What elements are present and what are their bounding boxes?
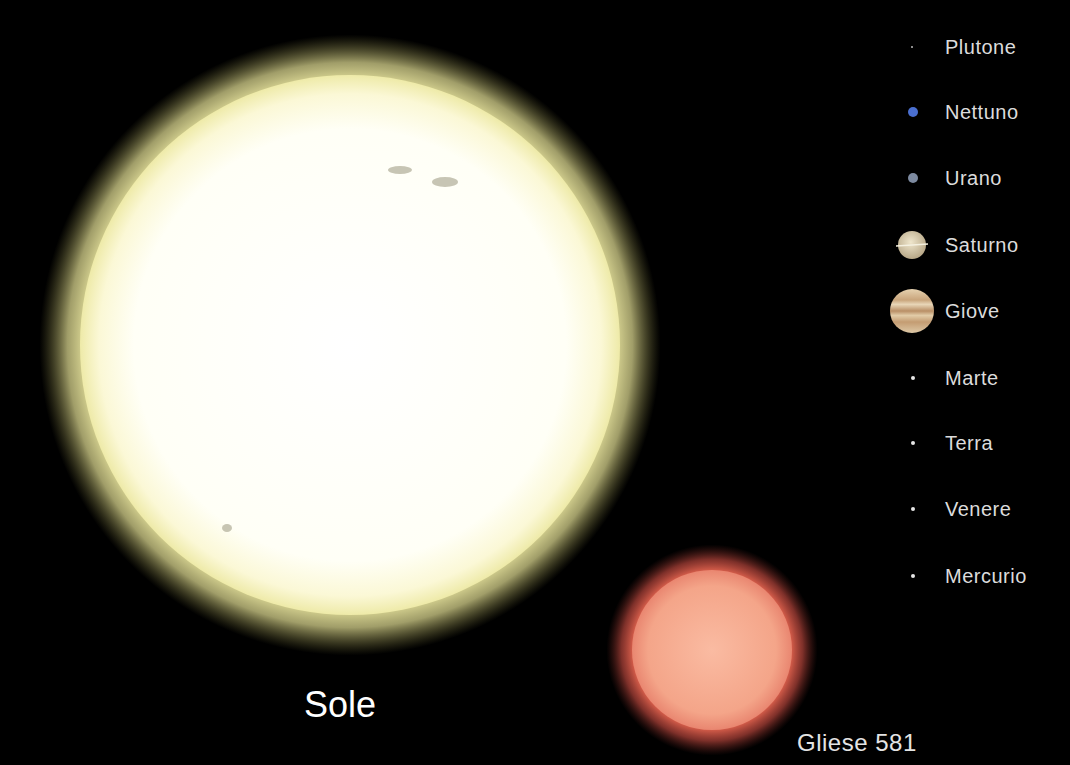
- venus-icon: [911, 507, 915, 511]
- red-dwarf-star: Gliese 581: [632, 570, 792, 730]
- sunspot: [222, 524, 232, 532]
- star-label: Gliese 581: [797, 728, 917, 757]
- planet-name: Saturno: [945, 233, 1019, 257]
- star-surface: [80, 75, 620, 615]
- planet-name: Plutone: [945, 35, 1016, 59]
- sunspot: [388, 166, 412, 174]
- planet-name: Nettuno: [945, 100, 1019, 124]
- planet-name: Terra: [945, 431, 993, 455]
- mercury-icon: [911, 574, 915, 578]
- star-disk: [632, 570, 792, 730]
- star-glow: [40, 35, 661, 656]
- star-surface: [632, 570, 792, 730]
- sun-star: Sole: [80, 75, 620, 615]
- jupiter-icon: [890, 289, 934, 333]
- planet-name: Venere: [945, 497, 1011, 521]
- planet-name: Mercurio: [945, 564, 1027, 588]
- mars-icon: [911, 376, 915, 380]
- star-label: Sole: [70, 683, 610, 726]
- planet-name: Urano: [945, 166, 1002, 190]
- sunspot: [432, 177, 458, 187]
- planet-name: Marte: [945, 366, 999, 390]
- neptune-icon: [908, 107, 918, 117]
- pluto-icon: [911, 46, 913, 48]
- planet-name: Giove: [945, 299, 1000, 323]
- star-disk: [80, 75, 620, 615]
- uranus-icon: [908, 173, 918, 183]
- star-glow: [606, 544, 817, 755]
- earth-icon: [911, 441, 915, 445]
- saturn-ring: [896, 244, 928, 246]
